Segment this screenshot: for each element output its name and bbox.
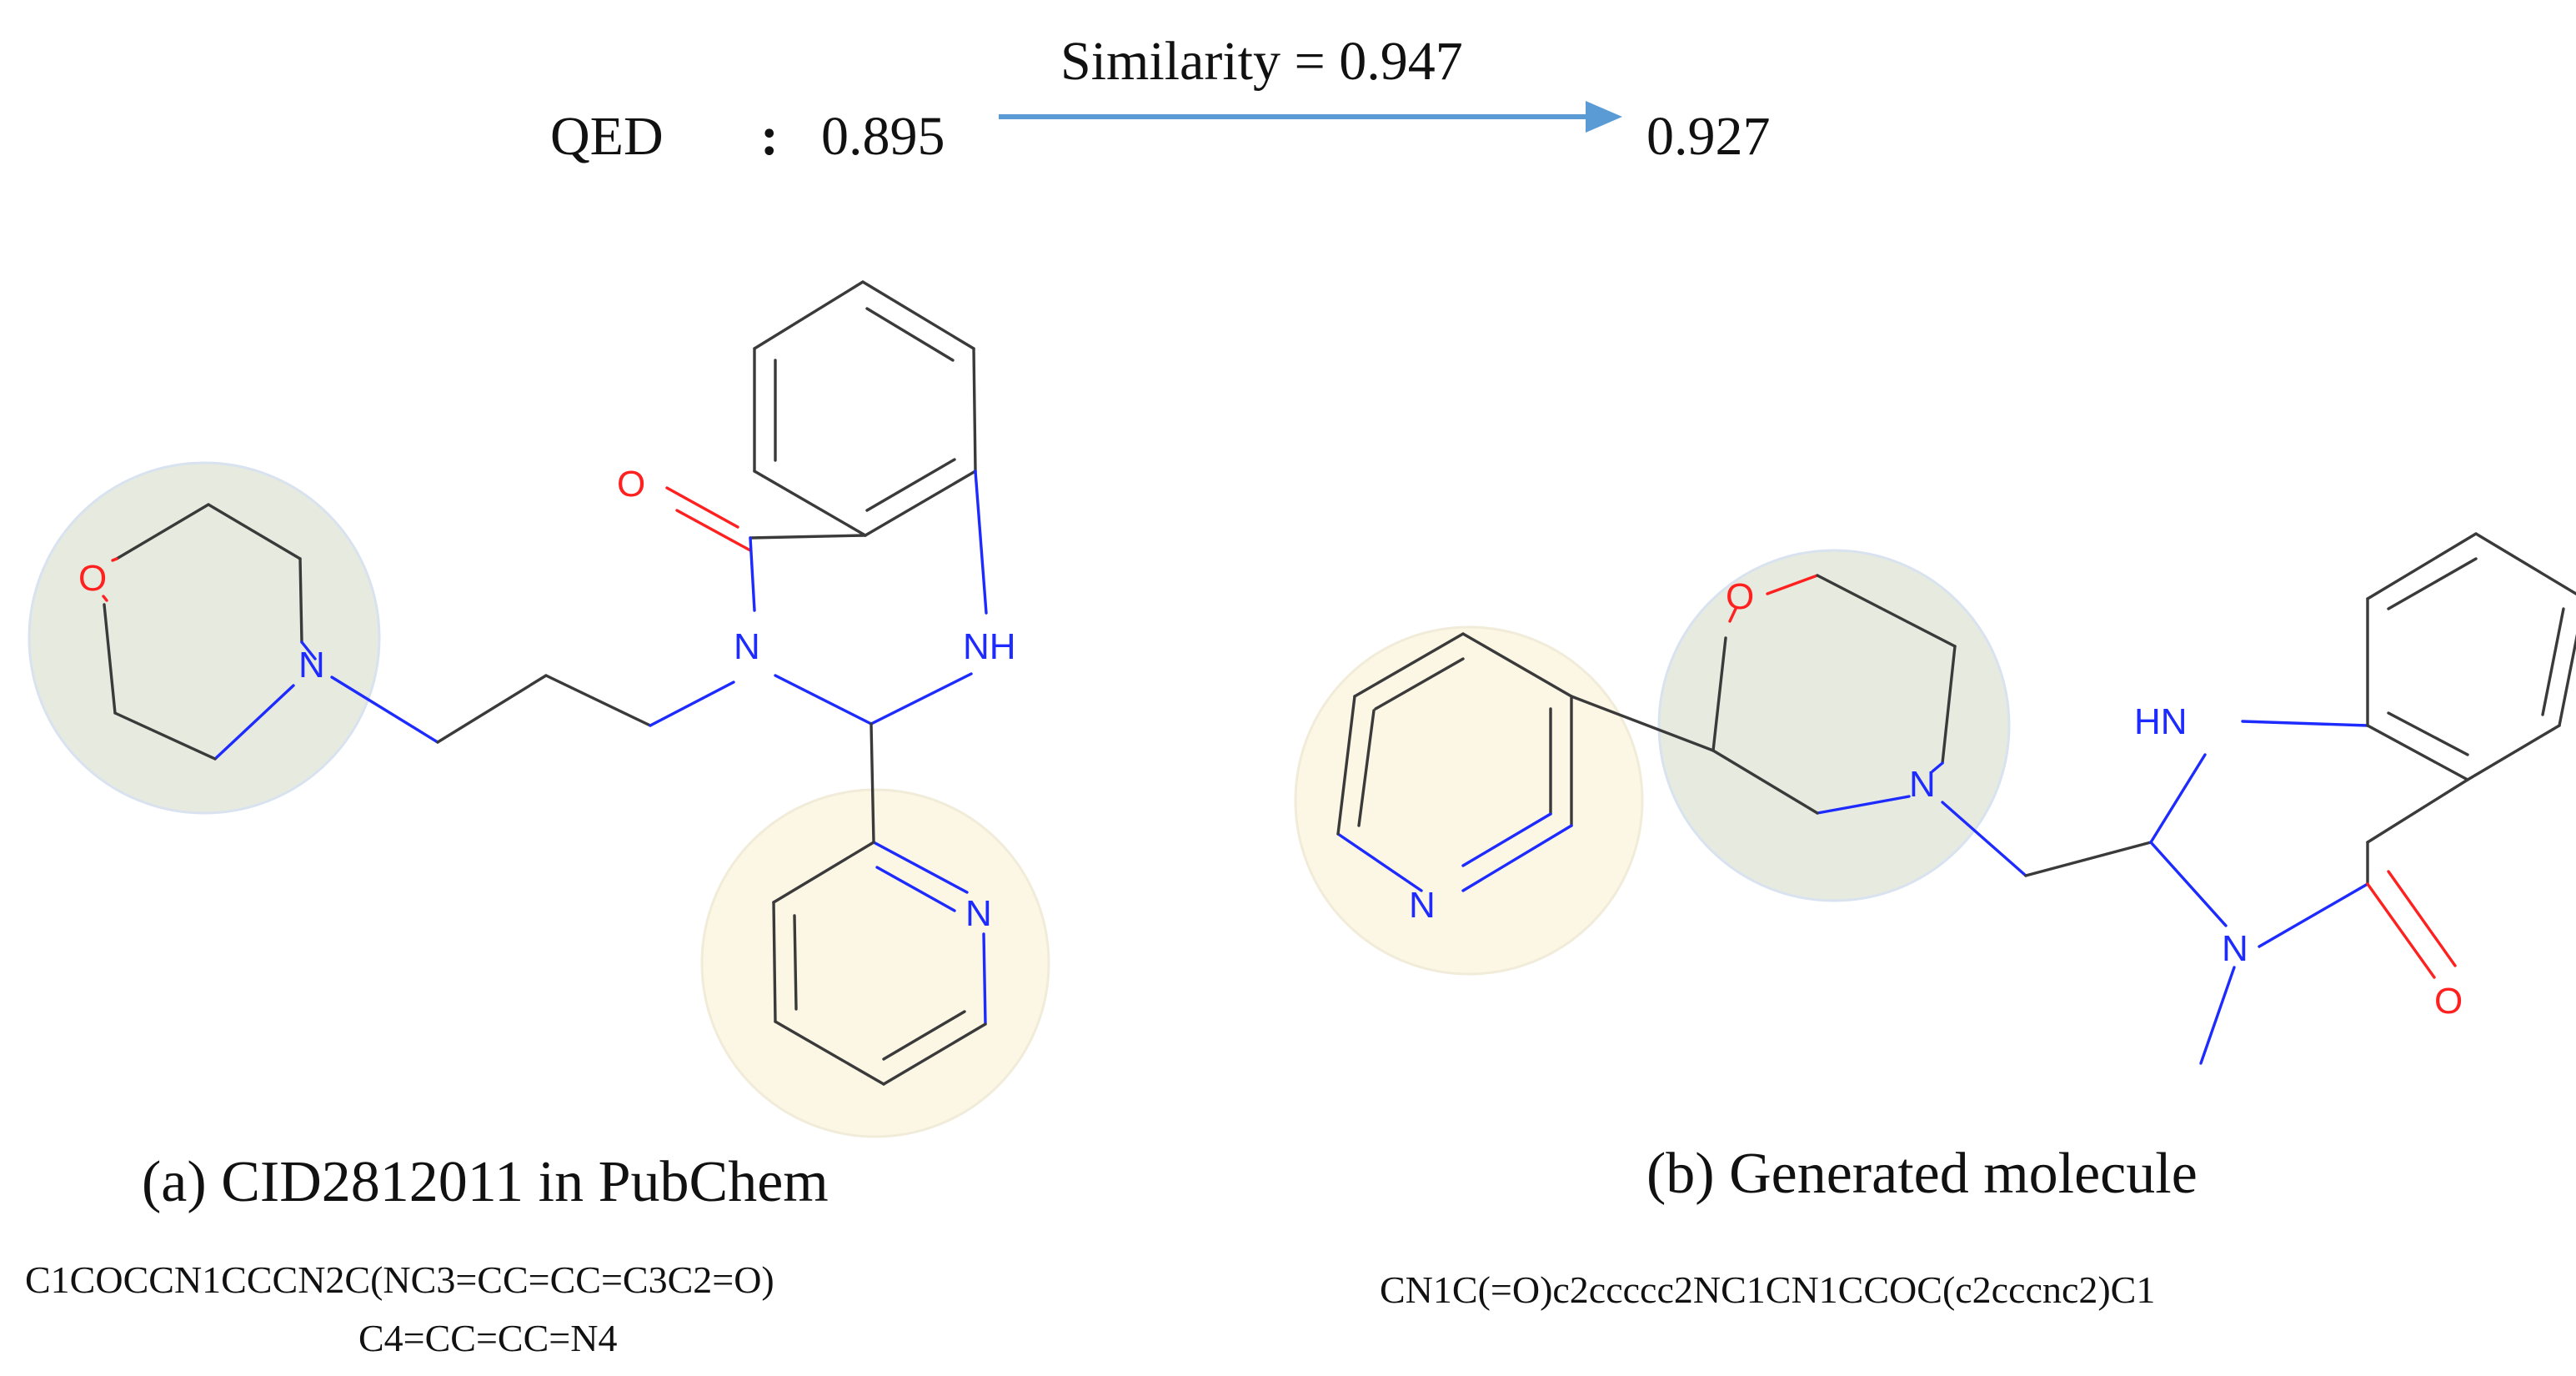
morpholine-nitrogen-atom-b: N: [1909, 764, 1936, 805]
smiles-a-line2: C4=CC=CC=N4: [358, 1317, 617, 1359]
smiles-a-line1: C1COCCN1CCCN2C(NC3=CC=CC=C3C2=O): [25, 1258, 774, 1301]
qed-colon: :: [760, 106, 779, 167]
nitrogen-atom: N: [298, 645, 325, 685]
quinazolinone-a: O N NH: [617, 280, 1016, 726]
pyridine-ring-b: N: [1336, 632, 1715, 926]
pyridine-nitrogen-atom-b: N: [1409, 885, 1436, 926]
caption-a: (a) CID2812011 in PubChem: [142, 1150, 829, 1214]
morpholine-ring-b: O N: [1711, 574, 1957, 815]
improvement-arrow: [999, 101, 1622, 133]
n-methyl-atom: N: [2222, 928, 2248, 969]
pyridine-nitrogen-atom: N: [965, 893, 992, 934]
qed-label: QED: [550, 106, 664, 167]
pyridine-ring-a: N: [772, 722, 992, 1086]
ring-nitrogen-atom: N: [734, 626, 760, 667]
carbonyl-oxygen-atom: O: [617, 464, 645, 505]
qed-value-after: 0.927: [1646, 106, 1771, 167]
pyridine-highlight-a: [700, 788, 1050, 1138]
caption-b: (b) Generated molecule: [1646, 1142, 2198, 1206]
smiles-b: CN1C(=O)c2ccccc2NC1CN1CCOC(c2cccnc2)C1: [1380, 1268, 2155, 1311]
oxygen-atom: O: [78, 558, 107, 599]
morpholine-oxygen-atom-b: O: [1726, 576, 1754, 617]
carbonyl-oxygen-atom-b: O: [2434, 981, 2463, 1022]
header: QED : 0.895 Similarity = 0.947 0.927: [550, 31, 1771, 167]
arrow-head: [1586, 101, 1622, 133]
similarity-label: Similarity = 0.947: [1060, 31, 1463, 92]
quinazolinone-b: HN N O: [2134, 532, 2576, 1065]
pyridine-highlight-b: [1294, 625, 1644, 976]
hn-atom: HN: [2134, 701, 2188, 742]
nh-atom: NH: [963, 626, 1016, 667]
panel-a: O N: [25, 280, 1050, 1359]
morpholine-highlight-a: [28, 461, 381, 815]
qed-value-before: 0.895: [821, 106, 945, 167]
morpholine-highlight-b: [1657, 549, 2011, 902]
morpholine-ring-a: O N: [78, 503, 325, 761]
propyl-linker-a: [330, 674, 735, 744]
panel-b: N O N: [1294, 532, 2576, 1311]
